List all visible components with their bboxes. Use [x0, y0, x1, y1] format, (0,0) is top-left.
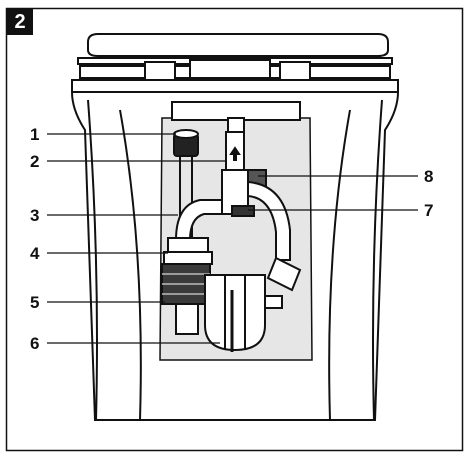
siphon-trap — [204, 274, 266, 352]
callout-labels-left: 1 2 3 4 5 6 — [30, 125, 40, 353]
callout-7: 7 — [424, 201, 433, 220]
coupling-nut — [163, 237, 213, 265]
threaded-body — [161, 263, 211, 335]
callout-1: 1 — [30, 125, 39, 144]
callout-8: 8 — [424, 167, 433, 186]
pipe-assembly — [174, 169, 291, 261]
flow-arrow-icon — [229, 146, 241, 161]
callout-3: 3 — [30, 206, 39, 225]
leader-lines — [47, 133, 418, 344]
callout-5: 5 — [30, 293, 39, 312]
outer-border — [5, 7, 464, 452]
callout-2: 2 — [30, 152, 39, 171]
callout-4: 4 — [30, 244, 40, 263]
callout-6: 6 — [30, 334, 39, 353]
vertical-pipe — [225, 131, 245, 171]
callout-labels-right: 8 7 — [424, 167, 433, 220]
top-lid — [77, 33, 393, 85]
top-bracket — [171, 101, 301, 133]
figure-number-badge: 2 — [7, 9, 33, 35]
